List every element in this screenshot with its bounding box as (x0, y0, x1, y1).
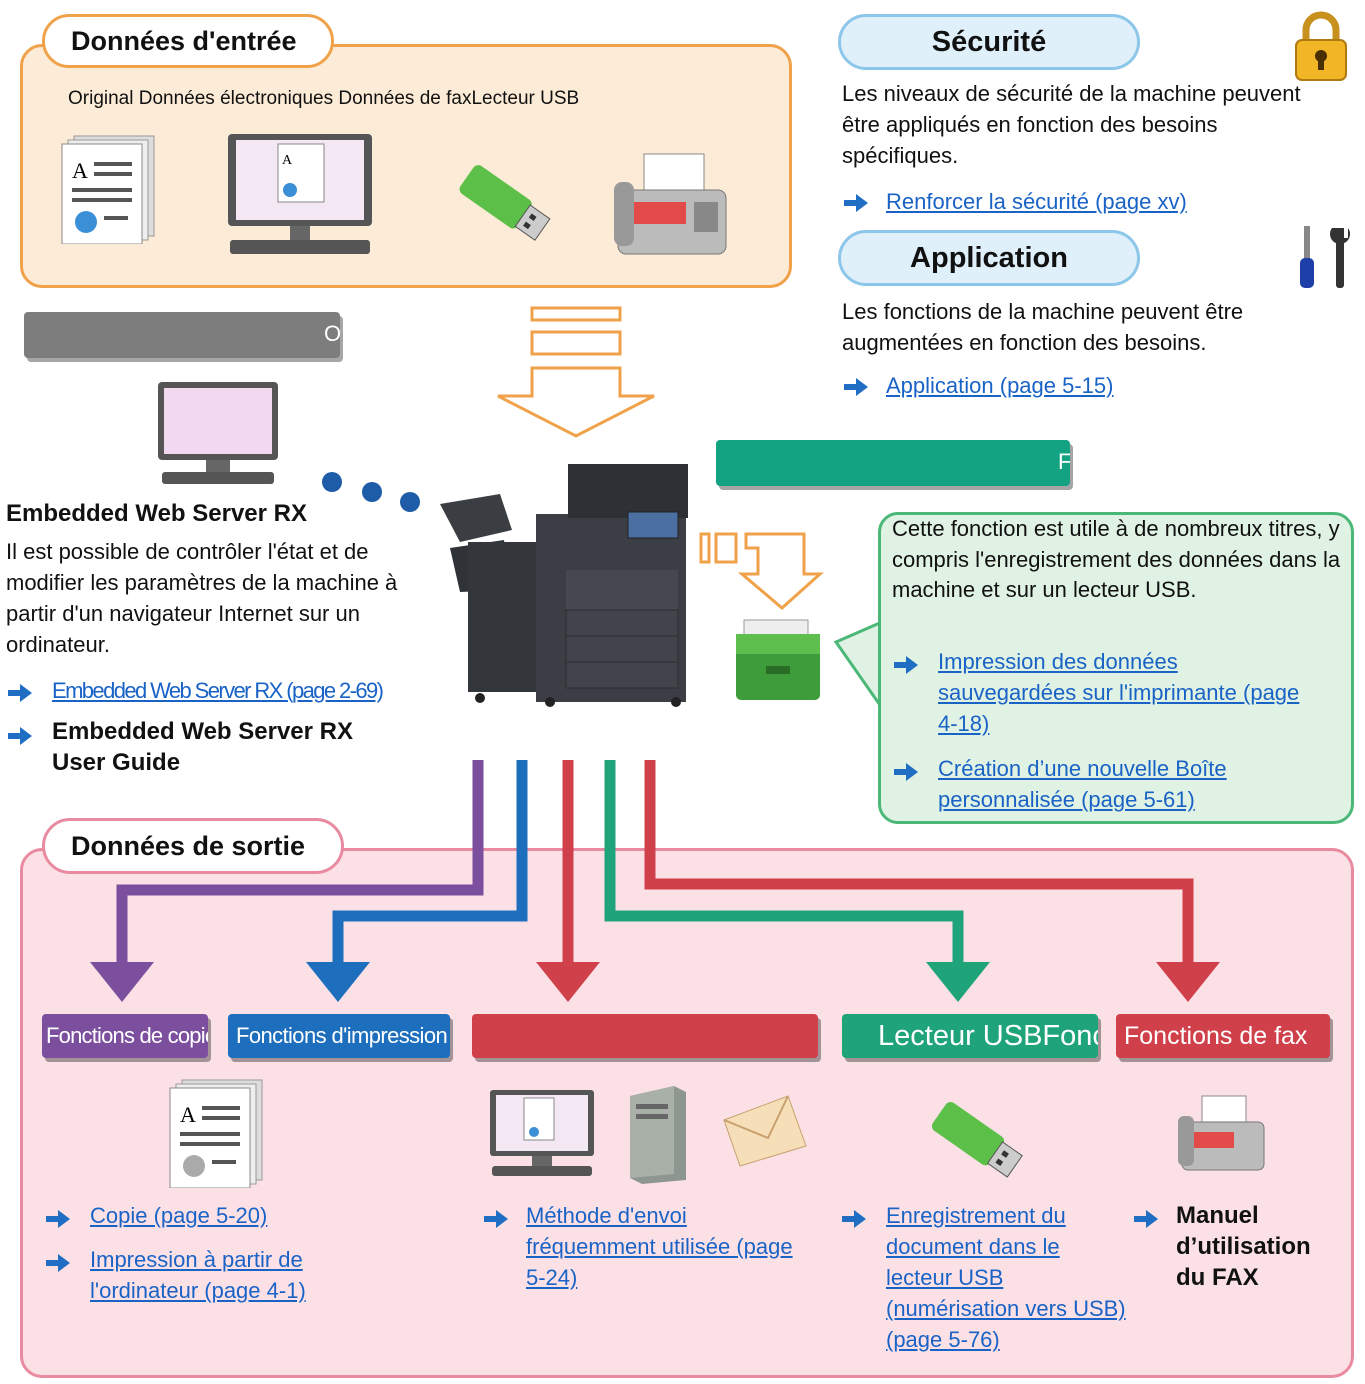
link-arrow-icon (46, 1210, 70, 1228)
server-icon (630, 1086, 686, 1184)
link-arrow-icon (1134, 1210, 1158, 1228)
link-arrow-icon (844, 378, 868, 396)
document-icon: A (61, 135, 155, 244)
link-arrow-icon (894, 763, 918, 781)
stored-print-link[interactable]: Impression des données sauvegardées sur … (938, 649, 1300, 736)
input-data-title: Données d'entrée (42, 14, 334, 68)
pc-tab-bar: O e PC (24, 312, 340, 358)
scan-to-usb-link[interactable]: Enregistrement du document dans le lecte… (886, 1203, 1126, 1352)
connection-dots (322, 472, 420, 512)
link-arrow-icon (894, 656, 918, 674)
usb-arrowhead (926, 962, 990, 1002)
copy-arrowhead (90, 962, 154, 1002)
print-from-pc-link[interactable]: Impression à partir de l'ordinateur (pag… (90, 1247, 306, 1303)
mfp-printer-icon (440, 464, 688, 707)
link-arrow-icon (842, 1210, 866, 1228)
tools-icon (1300, 226, 1350, 288)
link-arrow-icon (46, 1254, 70, 1272)
send-functions-tab[interactable] (472, 1014, 818, 1058)
svg-text:A: A (282, 153, 293, 168)
document-box-bubble (878, 512, 1354, 824)
box-flow-arrow (699, 532, 824, 610)
ews-user-guide: Embedded Web Server RX User Guide (52, 718, 353, 776)
email-icon (723, 1095, 807, 1167)
link-arrow-icon (8, 727, 32, 745)
copy-link[interactable]: Copie (page 5-20) (90, 1203, 268, 1228)
ews-link[interactable]: Embedded Web Server RX (page 2-69) (52, 678, 384, 703)
send-arrowhead (536, 962, 600, 1002)
copy-document-icon: A (169, 1079, 263, 1188)
pc-monitor-icon (158, 382, 278, 484)
usb-output-icon (931, 1102, 1023, 1178)
box-tab-bar: F (716, 440, 1070, 486)
lock-icon (1295, 11, 1347, 81)
security-link[interactable]: Renforcer la sécurité (page xv) (886, 189, 1187, 214)
print-arrowhead (306, 962, 370, 1002)
application-link[interactable]: Application (page 5-15) (886, 373, 1114, 398)
security-text: Les niveaux de sécurité de la machine pe… (842, 81, 1301, 168)
send-method-link[interactable]: Méthode d'envoi fréquemment utilisée (pa… (526, 1203, 793, 1290)
custom-box-link[interactable]: Création d’une nouvelle Boîte personnali… (938, 756, 1227, 812)
fax-functions-tab[interactable]: Fonctions de fax (1116, 1014, 1330, 1058)
output-flow-lines (90, 760, 1220, 1002)
link-arrow-icon (844, 194, 868, 212)
fax-arrowhead (1156, 962, 1220, 1002)
output-data-title: Données de sortie (42, 818, 344, 874)
monitor-icon: A (228, 134, 372, 254)
ews-title: Embedded Web Server RX (6, 500, 307, 527)
fax-output-icon (1178, 1095, 1265, 1171)
svg-text:A: A (180, 1102, 196, 1127)
usb-drive-tab[interactable]: Lecteur USBFonctions d'envoi (842, 1014, 1098, 1058)
pc-send-icon (490, 1090, 594, 1176)
svg-text:A: A (72, 158, 88, 183)
fax-manual-label: Manuel d’utilisation du FAX (1176, 1202, 1311, 1291)
copy-functions-tab[interactable]: Fonctions de copie (42, 1014, 208, 1058)
link-arrow-icon (484, 1210, 508, 1228)
document-box-icon (736, 619, 820, 700)
document-box-text: Cette fonction est utile à de nombreux t… (892, 516, 1341, 602)
input-items-label: Original Données électroniques Données d… (68, 88, 580, 109)
application-text: Les fonctions de la machine peuvent être… (842, 299, 1244, 355)
security-title: Sécurité (838, 14, 1140, 70)
print-functions-tab[interactable]: Fonctions d'impression (228, 1014, 450, 1058)
input-flow-arrow (497, 306, 655, 438)
bubble-pointer (833, 620, 884, 710)
usb-drive-icon (459, 165, 551, 241)
link-arrow-icon (8, 684, 32, 702)
fax-icon (614, 153, 727, 255)
application-title: Application (838, 230, 1140, 286)
ews-text: Il est possible de contrôler l'état et d… (6, 539, 398, 657)
